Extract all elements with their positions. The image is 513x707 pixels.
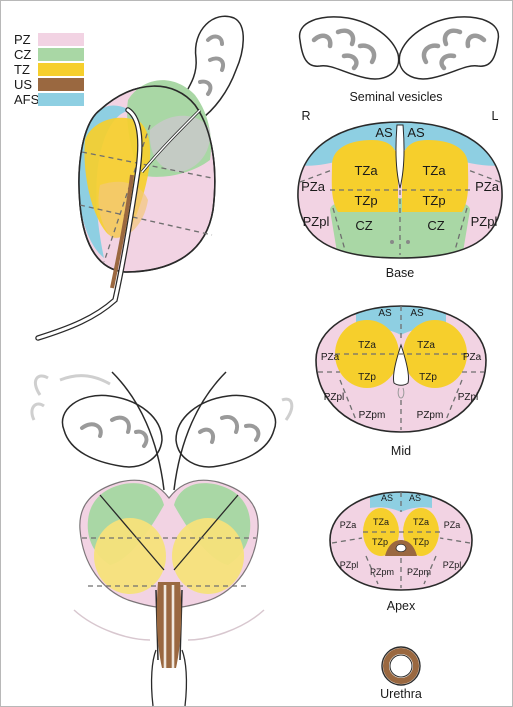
apex-label-tza-left: TZa	[413, 517, 429, 527]
sagittal-ejaculatory-duct-region	[149, 115, 211, 172]
urethra-caption: Urethra	[380, 687, 422, 701]
legend-label-cz: CZ	[14, 47, 31, 62]
base-caption: Base	[386, 266, 415, 280]
mid-label-pza-left: PZa	[463, 352, 482, 363]
base-label-as-right: AS	[375, 125, 393, 140]
base-label-cz-left: CZ	[427, 218, 444, 233]
mid-label-pzpl-right: PZpl	[324, 392, 345, 403]
base-label-pza-left: PZa	[475, 179, 500, 194]
mid-label-as-right: AS	[378, 308, 392, 319]
apex-caption: Apex	[387, 599, 416, 613]
legend-swatch-afs	[38, 93, 84, 106]
base-label-cz-right: CZ	[355, 218, 372, 233]
base-label-tzp-right: TZp	[354, 193, 377, 208]
base-label-pza-right: PZa	[301, 179, 326, 194]
legend-label-tz: TZ	[14, 62, 30, 77]
apex-label-tzp-right: TZp	[372, 537, 388, 547]
base-label-as-left: AS	[407, 125, 425, 140]
base-label-tzp-left: TZp	[422, 193, 445, 208]
base-label-pzpl-left: PZpl	[471, 214, 498, 229]
coronal-prostate-view	[30, 371, 294, 707]
coronal-tz-left	[172, 518, 244, 594]
apex-label-tza-right: TZa	[373, 517, 389, 527]
legend-swatch-cz	[38, 48, 84, 61]
apex-label-pzpm-right: PZpm	[370, 567, 394, 577]
mid-label-tzp-left: TZp	[419, 372, 437, 383]
coronal-urethral-sphincter	[156, 582, 182, 668]
coronal-seminal-vesicle-right	[61, 394, 163, 468]
mid-label-pzpm-right: PZpm	[359, 410, 386, 421]
base-label-tza-right: TZa	[354, 163, 378, 178]
mid-urethra	[393, 343, 409, 386]
legend-swatch-tz	[38, 63, 84, 76]
base-label-tza-left: TZa	[422, 163, 446, 178]
right-side-marker: R	[301, 109, 310, 123]
base-urethra	[395, 124, 405, 189]
coronal-urethra	[155, 589, 183, 661]
legend-label-us: US	[14, 77, 32, 92]
legend: PZ CZ TZ US AFS	[14, 32, 84, 107]
mid-label-tza-right: TZa	[358, 340, 376, 351]
sagittal-prostate-view	[35, 15, 244, 341]
apex-label-pza-right: PZa	[340, 520, 357, 530]
mid-label-pzpm-left: PZpm	[417, 410, 444, 421]
base-axial-section: AS AS TZa TZa TZp TZp PZa PZa PZpl PZpl …	[297, 121, 503, 280]
mid-label-pzpl-left: PZpl	[458, 392, 479, 403]
coronal-tz-right	[94, 518, 166, 594]
seminal-vesicles-axial: Seminal vesicles	[298, 16, 500, 104]
legend-label-pz: PZ	[14, 32, 31, 47]
legend-swatch-us	[38, 78, 84, 91]
apex-label-pzpm-left: PZpm	[407, 567, 431, 577]
mid-label-pza-right: PZa	[321, 352, 340, 363]
apex-label-as-right: AS	[381, 493, 393, 503]
sagittal-urethral-sphincter	[110, 174, 134, 289]
mid-caption: Mid	[391, 444, 411, 458]
apex-label-tzp-left: TZp	[413, 537, 429, 547]
apex-label-pzpl-left: PZpl	[443, 560, 462, 570]
seminal-vesicles-caption: Seminal vesicles	[349, 90, 442, 104]
mid-label-as-left: AS	[410, 308, 424, 319]
apex-label-pza-left: PZa	[444, 520, 461, 530]
apex-label-as-left: AS	[409, 493, 421, 503]
urethra-cross-section: Urethra	[380, 646, 422, 701]
urethra-sphincter-ring	[383, 648, 419, 684]
legend-swatch-pz	[38, 33, 84, 46]
mid-label-tzp-right: TZp	[358, 372, 376, 383]
coronal-seminal-vesicle-left	[175, 394, 277, 468]
base-tz-left	[402, 140, 469, 212]
apex-label-pzpl-right: PZpl	[340, 560, 359, 570]
apex-axial-section: AS AS TZa TZa TZp TZp PZa PZa PZpl PZpl …	[329, 491, 473, 613]
base-label-pzpl-right: PZpl	[303, 214, 330, 229]
base-tz-right	[331, 140, 398, 212]
seminal-vesicle-right	[298, 16, 400, 80]
mid-label-tza-left: TZa	[417, 340, 435, 351]
legend-label-afs: AFS	[14, 92, 40, 107]
mid-axial-section: AS AS TZa TZa TZp TZp PZa PZa PZpl PZpl …	[315, 305, 487, 458]
seminal-vesicle-left	[398, 16, 500, 80]
left-side-marker: L	[492, 109, 499, 123]
